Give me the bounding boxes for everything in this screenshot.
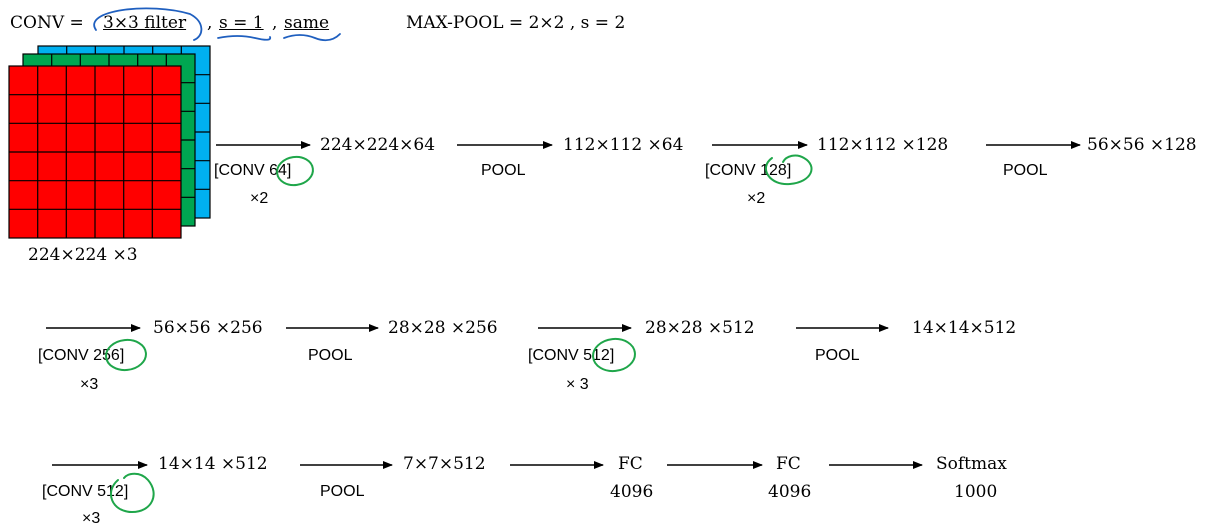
row3-node-1: 14×14 ×512 bbox=[158, 454, 268, 474]
conv-definition-prefix: CONV = bbox=[10, 13, 84, 33]
row1-node-4: 56×56 ×128 bbox=[1087, 135, 1197, 155]
row2-op-pool-1: POOL bbox=[308, 347, 353, 364]
input-dimensions: 224×224 ×3 bbox=[28, 245, 138, 265]
maxpool-definition: MAX-POOL = 2×2 , s = 2 bbox=[406, 13, 626, 33]
row3-node-softmax: Softmax bbox=[936, 454, 1007, 474]
row1-op-conv128-repeat: ×2 bbox=[747, 190, 766, 207]
row1-node-3: 112×112 ×128 bbox=[817, 135, 949, 155]
row2-node-4: 14×14×512 bbox=[912, 318, 1017, 338]
row1-node-2: 112×112 ×64 bbox=[563, 135, 684, 155]
circle-256 bbox=[105, 338, 147, 372]
conv-stride: s = 1 bbox=[219, 13, 264, 33]
row3-op-conv512-repeat: ×3 bbox=[82, 510, 101, 527]
row2-node-3: 28×28 ×512 bbox=[645, 318, 755, 338]
same-underline-squiggle bbox=[283, 33, 341, 42]
row3-op-pool: POOL bbox=[320, 483, 365, 500]
row3-node-softmax-classes: 1000 bbox=[954, 482, 998, 502]
stride-underline-squiggle bbox=[217, 35, 272, 41]
row3-node-fc2: FC bbox=[776, 454, 801, 474]
circle-128 bbox=[765, 154, 813, 186]
circle-512-row2 bbox=[592, 337, 636, 373]
row2-op-pool-2: POOL bbox=[815, 347, 860, 364]
row2-op-conv256: [CONV 256] bbox=[38, 347, 125, 364]
input-volume bbox=[8, 44, 218, 239]
filter-annotation-circle bbox=[93, 7, 203, 41]
circle-512-row3 bbox=[110, 472, 155, 514]
row2-op-conv256-repeat: ×3 bbox=[80, 376, 99, 393]
row1-op-conv64: [CONV 64] bbox=[214, 162, 292, 179]
input-channel-red bbox=[8, 65, 182, 239]
row3-node-fc1: FC bbox=[618, 454, 643, 474]
row1-op-conv128: [CONV 128] bbox=[705, 162, 792, 179]
row2-node-2: 28×28 ×256 bbox=[388, 318, 498, 338]
row3-node-fc2-units: 4096 bbox=[768, 482, 812, 502]
row2-op-conv512-repeat: × 3 bbox=[566, 376, 589, 393]
conv-padding-same: same bbox=[284, 13, 330, 33]
conv-filter-size: 3×3 filter bbox=[103, 13, 187, 33]
circle-64 bbox=[276, 155, 314, 187]
conv-sep-1: , bbox=[207, 13, 213, 33]
row3-node-fc1-units: 4096 bbox=[610, 482, 654, 502]
row1-node-1: 224×224×64 bbox=[320, 135, 436, 155]
row3-node-2: 7×7×512 bbox=[403, 454, 486, 474]
row3-op-conv512: [CONV 512] bbox=[42, 483, 129, 500]
row1-op-pool-1: POOL bbox=[481, 162, 526, 179]
row1-op-conv64-repeat: ×2 bbox=[250, 190, 269, 207]
conv-sep-2: , bbox=[272, 13, 278, 33]
row2-node-1: 56×56 ×256 bbox=[153, 318, 263, 338]
row1-op-pool-2: POOL bbox=[1003, 162, 1048, 179]
